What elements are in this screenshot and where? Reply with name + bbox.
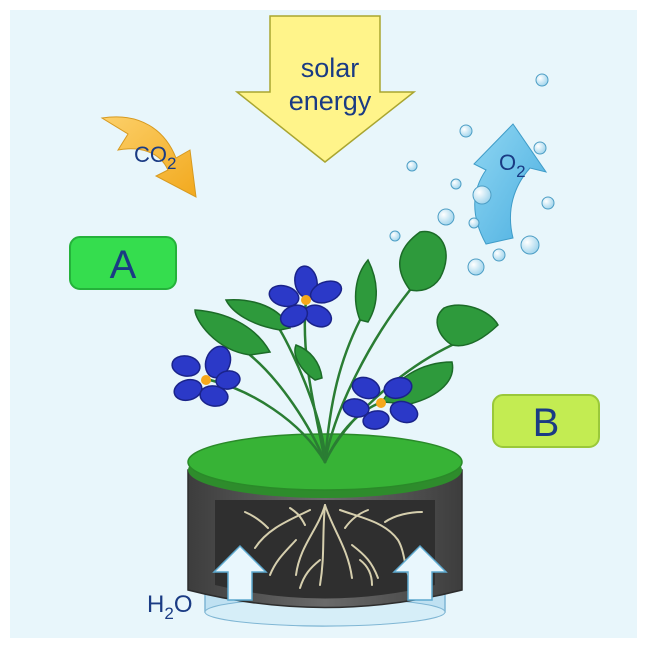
solar-label-line1: solar [301, 53, 360, 83]
bubble [535, 73, 549, 87]
label-b: B [533, 401, 560, 445]
o2-sub: 2 [516, 162, 525, 181]
co2-arrow: CO2 [100, 116, 197, 198]
leaf [399, 230, 447, 292]
bubble [389, 230, 401, 242]
leaves [194, 230, 499, 405]
o2-label: O2 [499, 150, 526, 181]
co2-label: CO2 [134, 142, 176, 173]
bubble [468, 217, 480, 229]
bubble [437, 208, 455, 226]
bubble [472, 185, 492, 205]
oxygen-bubbles [389, 73, 555, 276]
bubble [492, 248, 506, 262]
co2-sub: 2 [167, 154, 176, 173]
bubble [467, 258, 485, 276]
flower-right [342, 376, 419, 430]
water-uptake-arrows [212, 544, 448, 601]
bubble [406, 160, 418, 172]
h2o-label: H2O [147, 591, 192, 623]
o2-arrow: O2 [473, 123, 548, 245]
leaf [436, 304, 499, 347]
up-arrow-right-icon [392, 544, 448, 601]
solar-energy-arrow: solar energy [234, 15, 417, 163]
bubble [459, 124, 473, 138]
flower-left [171, 345, 241, 407]
h2o-o: O [174, 591, 193, 618]
up-arrow-left-icon [212, 544, 268, 601]
h2o-sub: 2 [164, 604, 173, 623]
bubble [520, 235, 540, 255]
label-box-b: B [492, 394, 600, 448]
bubble [533, 141, 547, 155]
label-a: A [110, 243, 137, 287]
leaf [294, 344, 323, 381]
bubble [541, 196, 555, 210]
label-box-a: A [69, 236, 177, 290]
h2o-h: H [147, 591, 164, 618]
co2-main: CO [134, 142, 167, 167]
o2-main: O [499, 150, 516, 175]
leaf [354, 258, 377, 323]
flower-top [268, 265, 343, 328]
bubble [450, 178, 462, 190]
leaf [194, 309, 272, 356]
solar-label-line2: energy [289, 86, 372, 116]
